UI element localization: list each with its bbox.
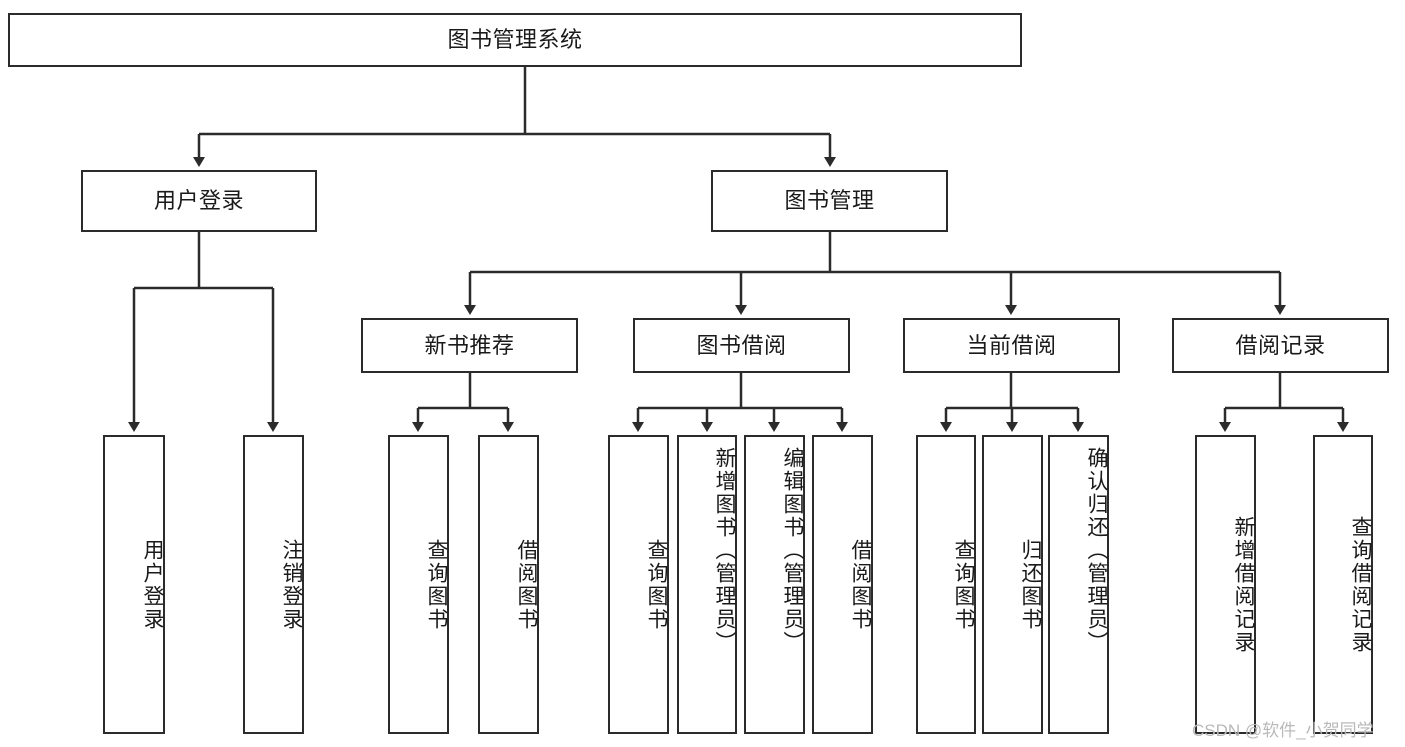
csdn-watermark: CSDN @软件_小贺同学 xyxy=(1192,721,1374,740)
node-leaf-query-book-cur[interactable]: 查询图书 xyxy=(916,435,976,734)
node-leaf-user-logout-label: 注销登录 xyxy=(280,538,303,631)
node-leaf-borrow-book[interactable]: 借阅图书 xyxy=(812,435,873,734)
node-root-label: 图书管理系统 xyxy=(447,27,583,53)
node-leaf-add-record[interactable]: 新增借阅记录 xyxy=(1195,435,1256,734)
node-root[interactable]: 图书管理系统 xyxy=(8,13,1022,67)
node-leaf-borrow-book-label: 借阅图书 xyxy=(849,538,872,631)
node-leaf-borrow-book-rec[interactable]: 借阅图书 xyxy=(478,435,539,734)
node-leaf-confirm-return[interactable]: 确认归还（管理员） xyxy=(1048,435,1109,734)
node-leaf-query-book-rec[interactable]: 查询图书 xyxy=(388,435,449,734)
node-leaf-add-record-label: 新增借阅记录 xyxy=(1232,515,1255,654)
node-book-manage[interactable]: 图书管理 xyxy=(711,170,948,232)
node-leaf-add-book-label: 新增图书（管理员） xyxy=(713,447,736,654)
node-leaf-query-record[interactable]: 查询借阅记录 xyxy=(1313,435,1373,734)
node-leaf-return-book[interactable]: 归还图书 xyxy=(982,435,1043,734)
node-leaf-query-book-rec-label: 查询图书 xyxy=(425,538,448,631)
node-leaf-query-record-label: 查询借阅记录 xyxy=(1349,515,1372,654)
node-leaf-add-book[interactable]: 新增图书（管理员） xyxy=(677,435,737,734)
node-leaf-query-book-cur-label: 查询图书 xyxy=(952,538,975,631)
node-leaf-user-login[interactable]: 用户登录 xyxy=(103,435,165,734)
node-book-manage-label: 图书管理 xyxy=(784,188,875,214)
node-leaf-return-book-label: 归还图书 xyxy=(1019,538,1042,631)
node-new-book-recommend-label: 新书推荐 xyxy=(424,332,515,358)
node-leaf-query-book-bor[interactable]: 查询图书 xyxy=(608,435,669,734)
node-user-login-label: 用户登录 xyxy=(153,188,244,214)
node-current-borrow[interactable]: 当前借阅 xyxy=(903,318,1120,373)
node-leaf-user-logout[interactable]: 注销登录 xyxy=(243,435,304,734)
node-book-borrow[interactable]: 图书借阅 xyxy=(633,318,850,373)
node-leaf-edit-book[interactable]: 编辑图书（管理员） xyxy=(744,435,805,734)
node-user-login[interactable]: 用户登录 xyxy=(81,170,317,232)
node-book-borrow-label: 图书借阅 xyxy=(696,332,787,358)
node-borrow-record[interactable]: 借阅记录 xyxy=(1172,318,1389,373)
node-leaf-confirm-return-label: 确认归还（管理员） xyxy=(1085,447,1108,654)
node-leaf-user-login-label: 用户登录 xyxy=(141,538,164,631)
node-borrow-record-label: 借阅记录 xyxy=(1235,332,1326,358)
node-new-book-recommend[interactable]: 新书推荐 xyxy=(361,318,578,373)
node-leaf-query-book-bor-label: 查询图书 xyxy=(645,538,668,631)
node-leaf-edit-book-label: 编辑图书（管理员） xyxy=(781,447,804,654)
node-current-borrow-label: 当前借阅 xyxy=(966,332,1057,358)
node-leaf-borrow-book-rec-label: 借阅图书 xyxy=(515,538,538,631)
